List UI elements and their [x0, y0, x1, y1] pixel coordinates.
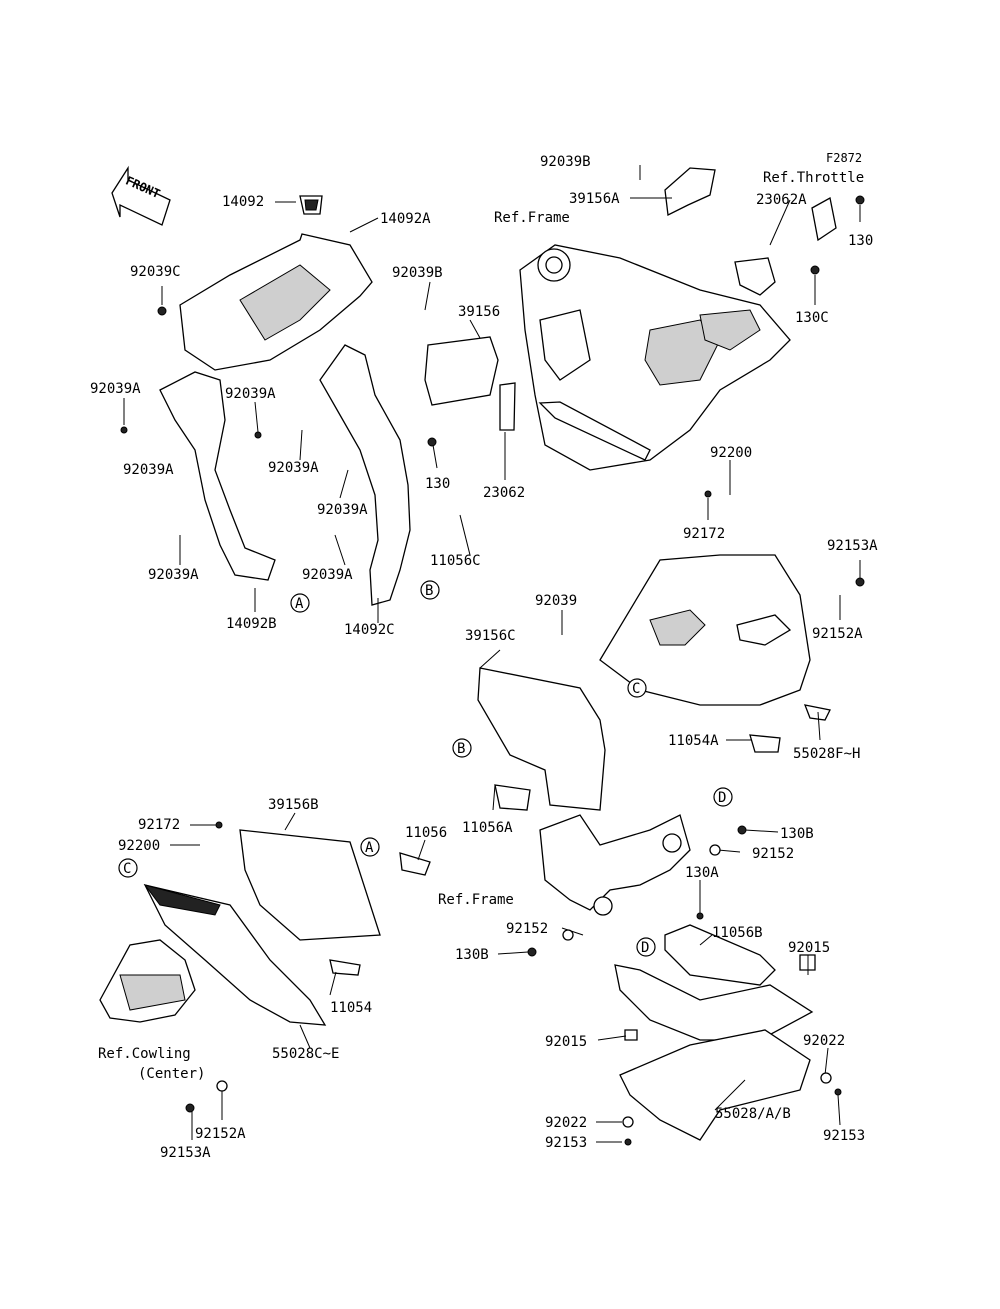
- callout-b-lower: B: [452, 738, 472, 758]
- part-label: 92039A: [123, 462, 174, 478]
- part-label: 92152: [752, 846, 794, 862]
- callout-a-lower: A: [360, 837, 380, 857]
- part-label: 14092B: [226, 616, 277, 632]
- part-label: 14092: [222, 194, 264, 210]
- callout-b-upper: B: [420, 580, 440, 600]
- part-label: 130C: [795, 310, 829, 326]
- part-label: 92039A: [317, 502, 368, 518]
- leader-lines: [123, 165, 861, 1143]
- part-label: 92200: [710, 445, 752, 461]
- callout-c-lower: C: [118, 858, 138, 878]
- part-label: 55028F~H: [793, 746, 860, 762]
- part-label: 130: [848, 233, 873, 249]
- svg-text:A: A: [295, 596, 304, 612]
- front-arrow-icon: FRONT: [111, 165, 171, 226]
- part-label: 39156B: [268, 797, 319, 813]
- callout-c-upper: C: [627, 678, 647, 698]
- part-label: 11056B: [712, 925, 763, 941]
- part-label: 92039A: [268, 460, 319, 476]
- part-label: 92015: [788, 940, 830, 956]
- part-label: 39156C: [465, 628, 516, 644]
- lower-frame-right-parts: [539, 814, 816, 1141]
- ref-cowling-line2: (Center): [138, 1066, 205, 1082]
- part-label: 130B: [780, 826, 814, 842]
- part-label: 11054: [330, 1000, 372, 1016]
- svg-text:B: B: [457, 741, 465, 757]
- lower-fairing-right-parts: [477, 554, 831, 811]
- callout-d-lower: D: [636, 937, 656, 957]
- part-label: 55028/A/B: [715, 1106, 791, 1122]
- part-label: 130B: [455, 947, 489, 963]
- part-label: 11054A: [668, 733, 719, 749]
- part-label: 92039B: [540, 154, 591, 170]
- part-number-labels: 14092 14092A 92039C 92039B 39156 92039A …: [90, 154, 878, 1161]
- part-label: 92022: [545, 1115, 587, 1131]
- callout-a-upper: A: [290, 593, 310, 613]
- svg-text:D: D: [641, 940, 649, 956]
- part-label: 39156: [458, 304, 500, 320]
- part-label: 92152A: [195, 1126, 246, 1142]
- ref-frame-bottom: Ref.Frame: [438, 892, 514, 908]
- part-label: 55028C~E: [272, 1046, 339, 1062]
- figure-code: F2872: [826, 151, 862, 165]
- part-label: 92039: [535, 593, 577, 609]
- lower-cowling-left-parts: [99, 829, 431, 1026]
- part-label: 92039A: [148, 567, 199, 583]
- part-label: 92039A: [225, 386, 276, 402]
- svg-text:A: A: [365, 840, 374, 856]
- svg-text:B: B: [425, 583, 433, 599]
- part-label: 11056A: [462, 820, 513, 836]
- part-label: 23062: [483, 485, 525, 501]
- part-label: 130A: [685, 865, 719, 881]
- ref-cowling-line1: Ref.Cowling: [98, 1046, 191, 1062]
- part-label: 92153: [823, 1128, 865, 1144]
- part-label: 92172: [683, 526, 725, 542]
- inner-panel-left-parts: [159, 195, 411, 606]
- fastener-icons: [120, 195, 865, 1146]
- part-label: 92153A: [160, 1145, 211, 1161]
- part-label: 23062A: [756, 192, 807, 208]
- part-label: 92153A: [827, 538, 878, 554]
- svg-text:D: D: [718, 790, 726, 806]
- part-label: 11056C: [430, 553, 481, 569]
- svg-text:C: C: [632, 681, 640, 697]
- part-label: 14092A: [380, 211, 431, 227]
- callout-d-upper: D: [713, 787, 733, 807]
- part-label: 92153: [545, 1135, 587, 1151]
- part-label: 92152A: [812, 626, 863, 642]
- part-label: 92039C: [130, 264, 181, 280]
- frame-top-parts: [424, 167, 837, 471]
- ref-frame-top: Ref.Frame: [494, 210, 570, 226]
- part-label: 92039B: [392, 265, 443, 281]
- part-label: 14092C: [344, 622, 395, 638]
- part-label: 11056: [405, 825, 447, 841]
- part-label: 92022: [803, 1033, 845, 1049]
- part-label: 39156A: [569, 191, 620, 207]
- part-label: 92015: [545, 1034, 587, 1050]
- part-label: 92172: [138, 817, 180, 833]
- ref-throttle: Ref.Throttle: [763, 170, 864, 186]
- part-label: 92152: [506, 921, 548, 937]
- part-label: 92039A: [302, 567, 353, 583]
- part-label: 130: [425, 476, 450, 492]
- part-label: 92039A: [90, 381, 141, 397]
- svg-text:C: C: [123, 861, 131, 877]
- part-label: 92200: [118, 838, 160, 854]
